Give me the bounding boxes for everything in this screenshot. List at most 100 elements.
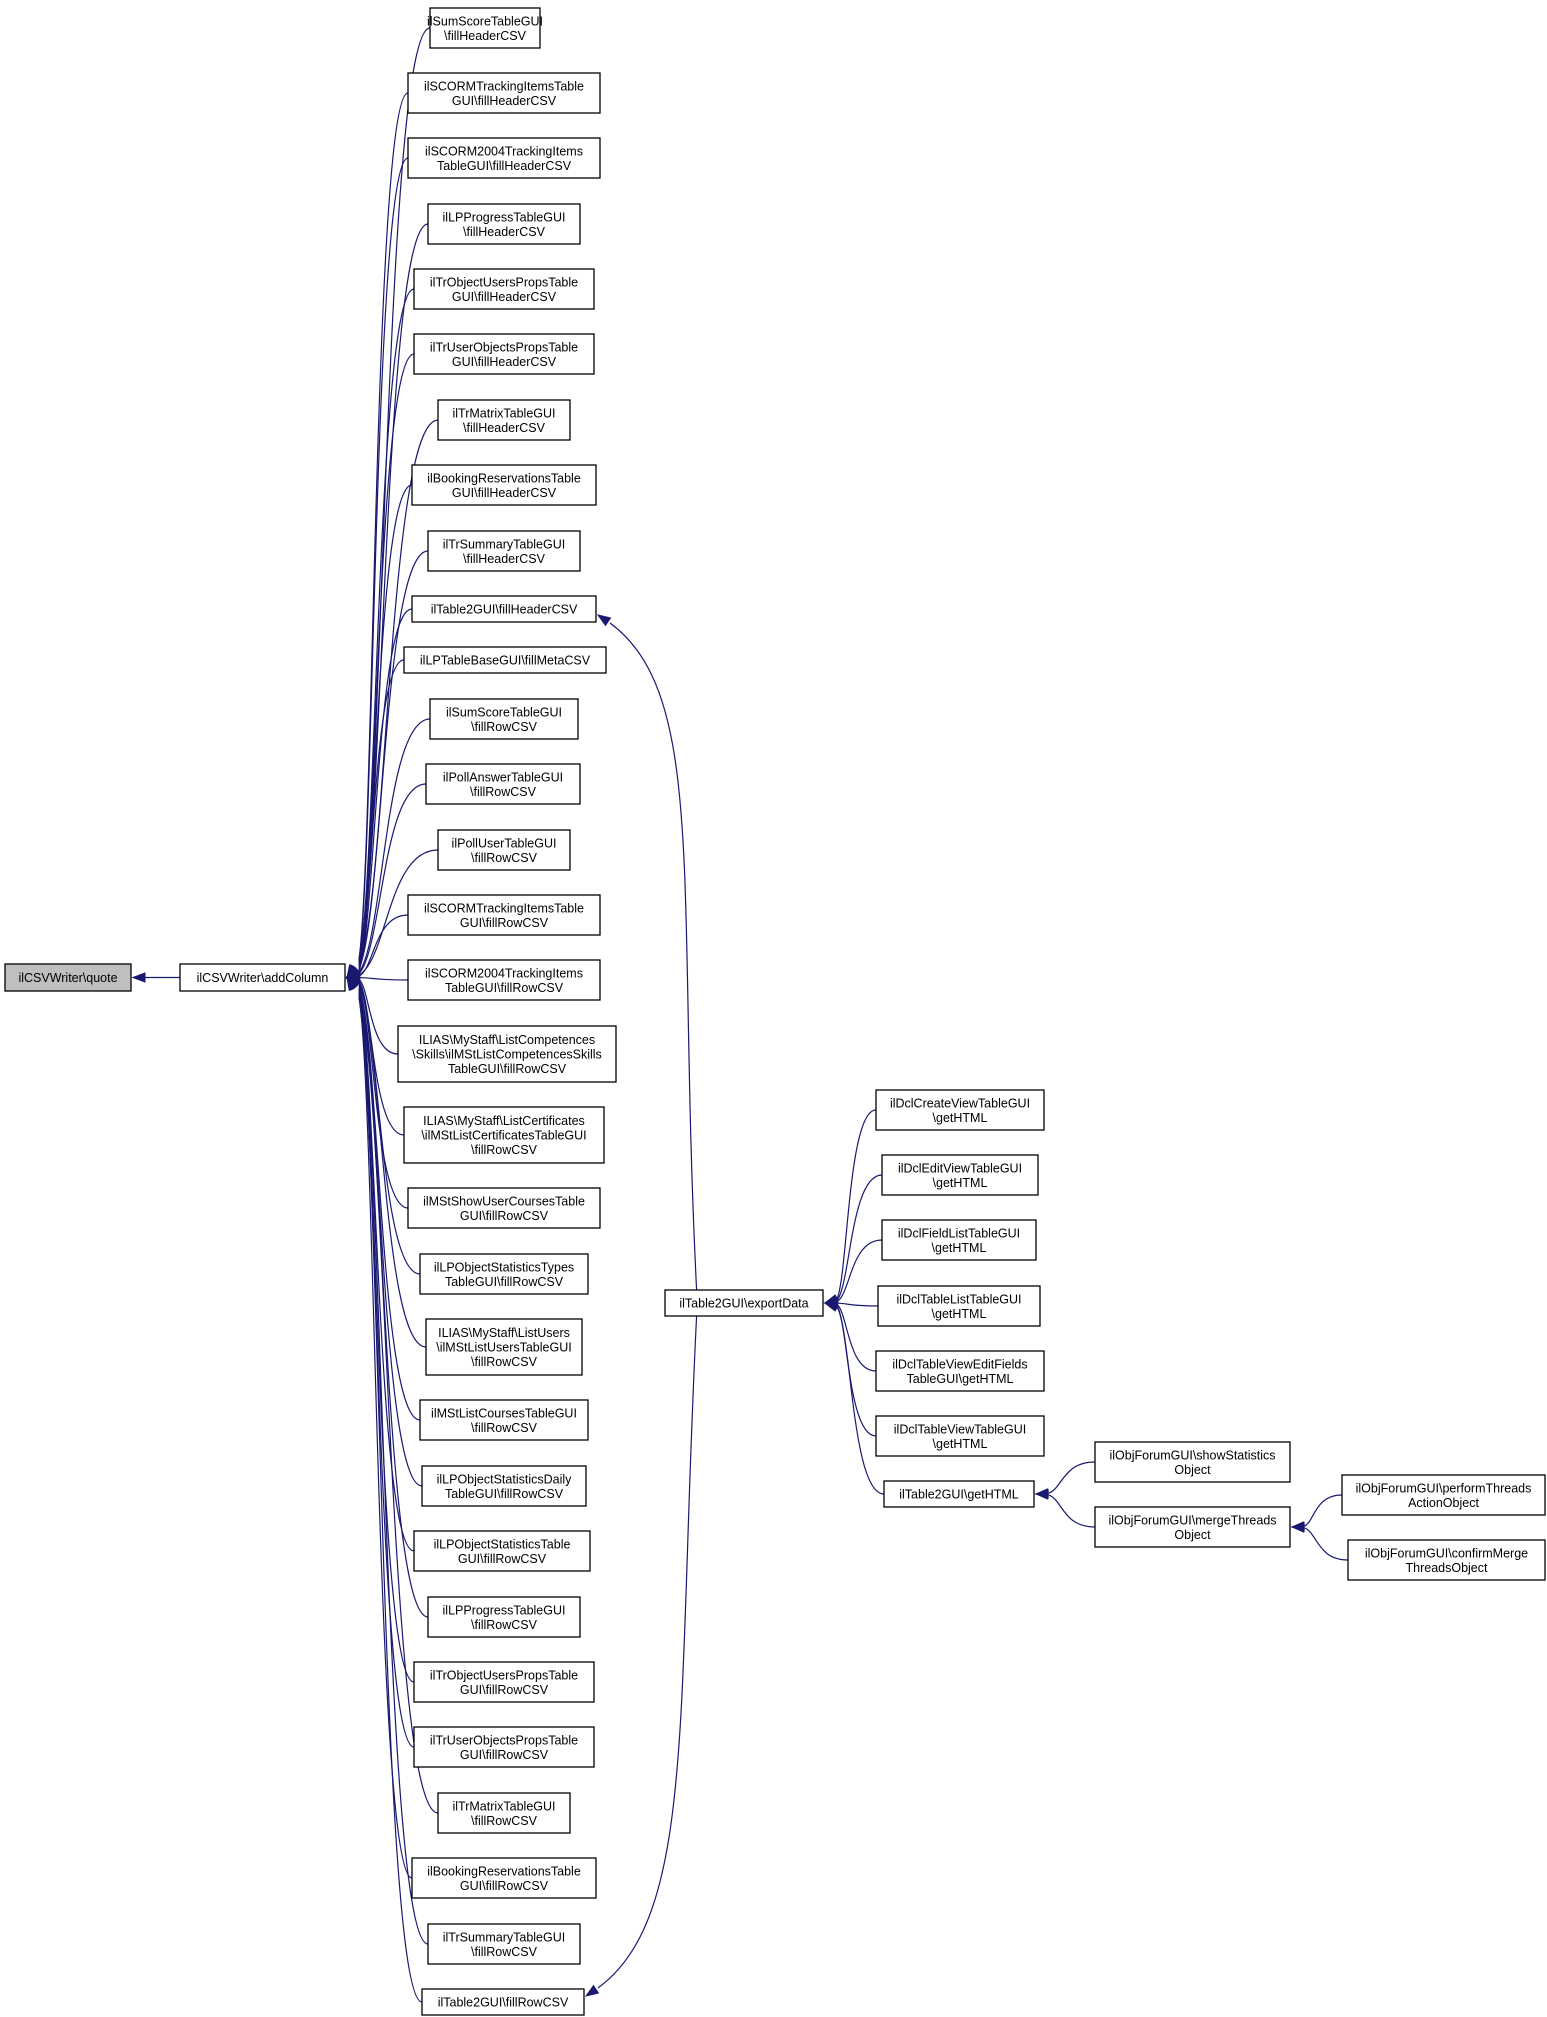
graph-node-n28[interactable]: ilTrMatrixTableGUI\fillRowCSV [437, 1792, 571, 1834]
node-label: \fillRowCSV [471, 1814, 538, 1828]
graph-node-n23[interactable]: ilLPObjectStatisticsDailyTableGUI\fillRo… [421, 1465, 587, 1507]
node-label: ilBookingReservationsTable [427, 471, 581, 485]
graph-node-e4[interactable]: ilDclTableListTableGUI\getHTML [877, 1285, 1041, 1327]
graph-node-n31[interactable]: ilTable2GUI\fillRowCSV [421, 1988, 585, 2016]
node-label: ILIAS\MyStaff\ListUsers [438, 1326, 570, 1340]
node-label: GUI\fillRowCSV [460, 916, 549, 930]
edge-line [836, 1109, 877, 1300]
graph-node-n7[interactable]: ilTrMatrixTableGUI\fillHeaderCSV [437, 399, 571, 441]
node-label: \fillRowCSV [471, 1618, 538, 1632]
node-label: ilMStShowUserCoursesTable [423, 1194, 585, 1208]
edge-arrowhead [823, 1301, 839, 1312]
node-box [875, 1415, 1045, 1457]
node-label: GUI\fillRowCSV [460, 1748, 549, 1762]
node-label: \Skills\ilMStListCompetencesSkills [412, 1048, 602, 1062]
edge-line [358, 484, 413, 968]
graph-node-addColumn[interactable]: ilCSVWriter\addColumn [179, 963, 346, 992]
node-label: ilObjForumGUI\showStatistics [1109, 1448, 1275, 1462]
graph-node-e1[interactable]: ilDclCreateViewTableGUI\getHTML [875, 1089, 1045, 1131]
edge-n26-to-addColumn [346, 976, 415, 1683]
graph-node-n20[interactable]: ilLPObjectStatisticsTypesTableGUI\fillRo… [419, 1253, 589, 1295]
node-label: ilCSVWriter\quote [18, 971, 117, 985]
graph-node-n21[interactable]: ILIAS\MyStaff\ListUsers\ilMStListUsersTa… [425, 1318, 583, 1376]
node-label: ilTrObjectUsersPropsTable [430, 1668, 578, 1682]
graph-node-n18[interactable]: ILIAS\MyStaff\ListCertificates\ilMStList… [403, 1106, 605, 1164]
graph-node-n5[interactable]: ilTrObjectUsersPropsTableGUI\fillHeaderC… [413, 268, 595, 310]
graph-node-quote[interactable]: ilCSVWriter\quote [4, 963, 132, 992]
graph-node-n10[interactable]: ilTable2GUI\fillHeaderCSV [411, 595, 597, 623]
node-label: \getHTML [933, 1437, 988, 1451]
edge-line [358, 994, 439, 1814]
edge-line [358, 783, 427, 975]
node-label: ilDclTableViewTableGUI [894, 1422, 1026, 1436]
node-box [413, 1661, 595, 1703]
node-box [407, 72, 601, 114]
edge-line [836, 1174, 883, 1301]
graph-node-n4[interactable]: ilLPProgressTableGUI\fillHeaderCSV [427, 203, 581, 245]
graph-node-n16[interactable]: ilSCORM2004TrackingItemsTableGUI\fillRow… [407, 959, 601, 1001]
graph-node-n12[interactable]: ilSumScoreTableGUI\fillRowCSV [429, 698, 579, 740]
graph-node-n8[interactable]: ilBookingReservationsTableGUI\fillHeader… [411, 464, 597, 506]
graph-node-exportData[interactable]: ilTable2GUI\exportData [664, 1289, 824, 1317]
graph-node-n25[interactable]: ilLPProgressTableGUI\fillRowCSV [427, 1596, 581, 1638]
graph-node-n11[interactable]: ilLPTableBaseGUI\fillMetaCSV [403, 646, 607, 674]
graph-node-n3[interactable]: ilSCORM2004TrackingItemsTableGUI\fillHea… [407, 137, 601, 179]
graph-node-n6[interactable]: ilTrUserObjectsPropsTableGUI\fillHeaderC… [413, 333, 595, 375]
node-box [407, 137, 601, 179]
node-label: Object [1174, 1528, 1211, 1542]
edge-m2-to-g2 [1290, 1522, 1349, 1561]
edge-exportData-to-n31 [584, 1315, 698, 1997]
node-label: \fillRowCSV [471, 1945, 538, 1959]
node-label: \fillRowCSV [471, 1355, 538, 1369]
graph-node-n13[interactable]: ilPollAnswerTableGUI\fillRowCSV [425, 763, 581, 805]
node-label: ilDclFieldListTableGUI [898, 1226, 1020, 1240]
node-label: \getHTML [932, 1307, 987, 1321]
node-label: ilLPObjectStatisticsDaily [437, 1472, 573, 1486]
edge-n18-to-addColumn [345, 975, 405, 1136]
graph-node-e6[interactable]: ilDclTableViewTableGUI\getHTML [875, 1415, 1045, 1457]
graph-node-getHTML[interactable]: ilTable2GUI\getHTML [883, 1480, 1035, 1508]
node-box [421, 1988, 585, 2016]
node-box [437, 829, 571, 871]
edge-line [1047, 1494, 1096, 1528]
graph-node-n9[interactable]: ilTrSummaryTableGUI\fillHeaderCSV [427, 530, 581, 572]
graph-node-e2[interactable]: ilDclEditViewTableGUI\getHTML [881, 1154, 1039, 1196]
edge-line [836, 1302, 879, 1307]
edge-line [358, 550, 429, 970]
node-label: ilTrSummaryTableGUI [443, 537, 565, 551]
graph-node-n2[interactable]: ilSCORMTrackingItemsTableGUI\fillHeaderC… [407, 72, 601, 114]
node-label: Object [1174, 1463, 1211, 1477]
edge-line [358, 353, 415, 966]
graph-node-n14[interactable]: ilPollUserTableGUI\fillRowCSV [437, 829, 571, 871]
node-box [1341, 1474, 1546, 1516]
node-label: GUI\fillHeaderCSV [452, 290, 557, 304]
edge-line [597, 1315, 698, 1989]
graph-node-n1[interactable]: ilSumScoreTableGUI\fillHeaderCSV [427, 7, 543, 49]
node-box [413, 1726, 595, 1768]
graph-node-n17[interactable]: ILIAS\MyStaff\ListCompetences\Skills\ilM… [397, 1025, 617, 1083]
node-label: ilCSVWriter\addColumn [197, 971, 329, 985]
node-label: \getHTML [932, 1241, 987, 1255]
node-label: GUI\fillHeaderCSV [452, 355, 557, 369]
node-box [397, 1025, 617, 1083]
node-label: \getHTML [933, 1111, 988, 1125]
graph-node-n30[interactable]: ilTrSummaryTableGUI\fillRowCSV [427, 1923, 581, 1965]
edge-line [358, 995, 413, 1879]
edge-e5-to-exportData [823, 1299, 877, 1372]
node-box [427, 530, 581, 572]
graph-node-n22[interactable]: ilMStListCoursesTableGUI\fillRowCSV [419, 1399, 589, 1441]
node-label: \fillRowCSV [471, 720, 538, 734]
node-label: ilDclCreateViewTableGUI [890, 1096, 1030, 1110]
graph-node-e3[interactable]: ilDclFieldListTableGUI\getHTML [881, 1219, 1037, 1261]
